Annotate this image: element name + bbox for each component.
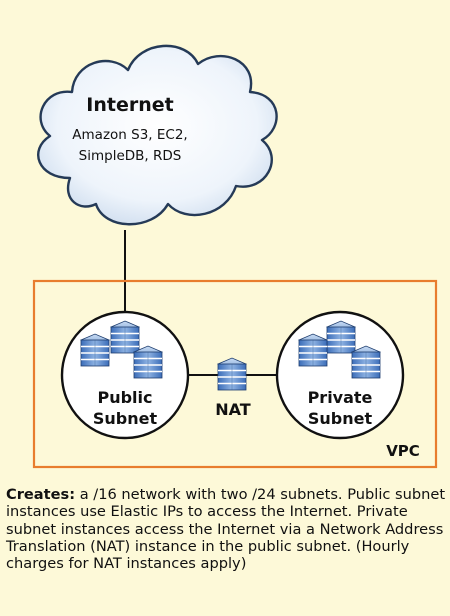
private-subnet-label-line-1: Private [308,388,373,407]
cloud-title: Internet [86,94,173,116]
public-server-icon [80,333,110,367]
private-server-icon [351,345,381,379]
public-subnet: Public Subnet [60,310,190,440]
nat-instance: NAT [215,357,251,419]
caption-lead: Creates: [6,486,76,503]
private-server-icon [326,320,356,354]
vpc-boundary [32,279,438,469]
nat-server-icon [217,357,247,391]
cloud-services-line-2: SimpleDB, RDS [79,148,182,164]
vpc-label: VPC [386,442,420,460]
nat-label: NAT [215,400,251,419]
public-server-icon [133,345,163,379]
caption-text: a /16 network with two /24 subnets. Publ… [6,486,446,573]
diagram-caption: Creates: a /16 network with two /24 subn… [6,486,446,572]
cloud-services-line-1: Amazon S3, EC2, [72,127,187,143]
private-subnet-label-line-2: Subnet [308,409,373,428]
public-subnet-label-line-2: Subnet [93,409,158,428]
public-subnet-label-line-1: Public [97,388,152,407]
internet-cloud: Internet Amazon S3, EC2, SimpleDB, RDS [37,44,278,226]
private-server-icon [298,333,328,367]
private-subnet: Private Subnet [275,310,405,440]
public-server-icon [110,320,140,354]
